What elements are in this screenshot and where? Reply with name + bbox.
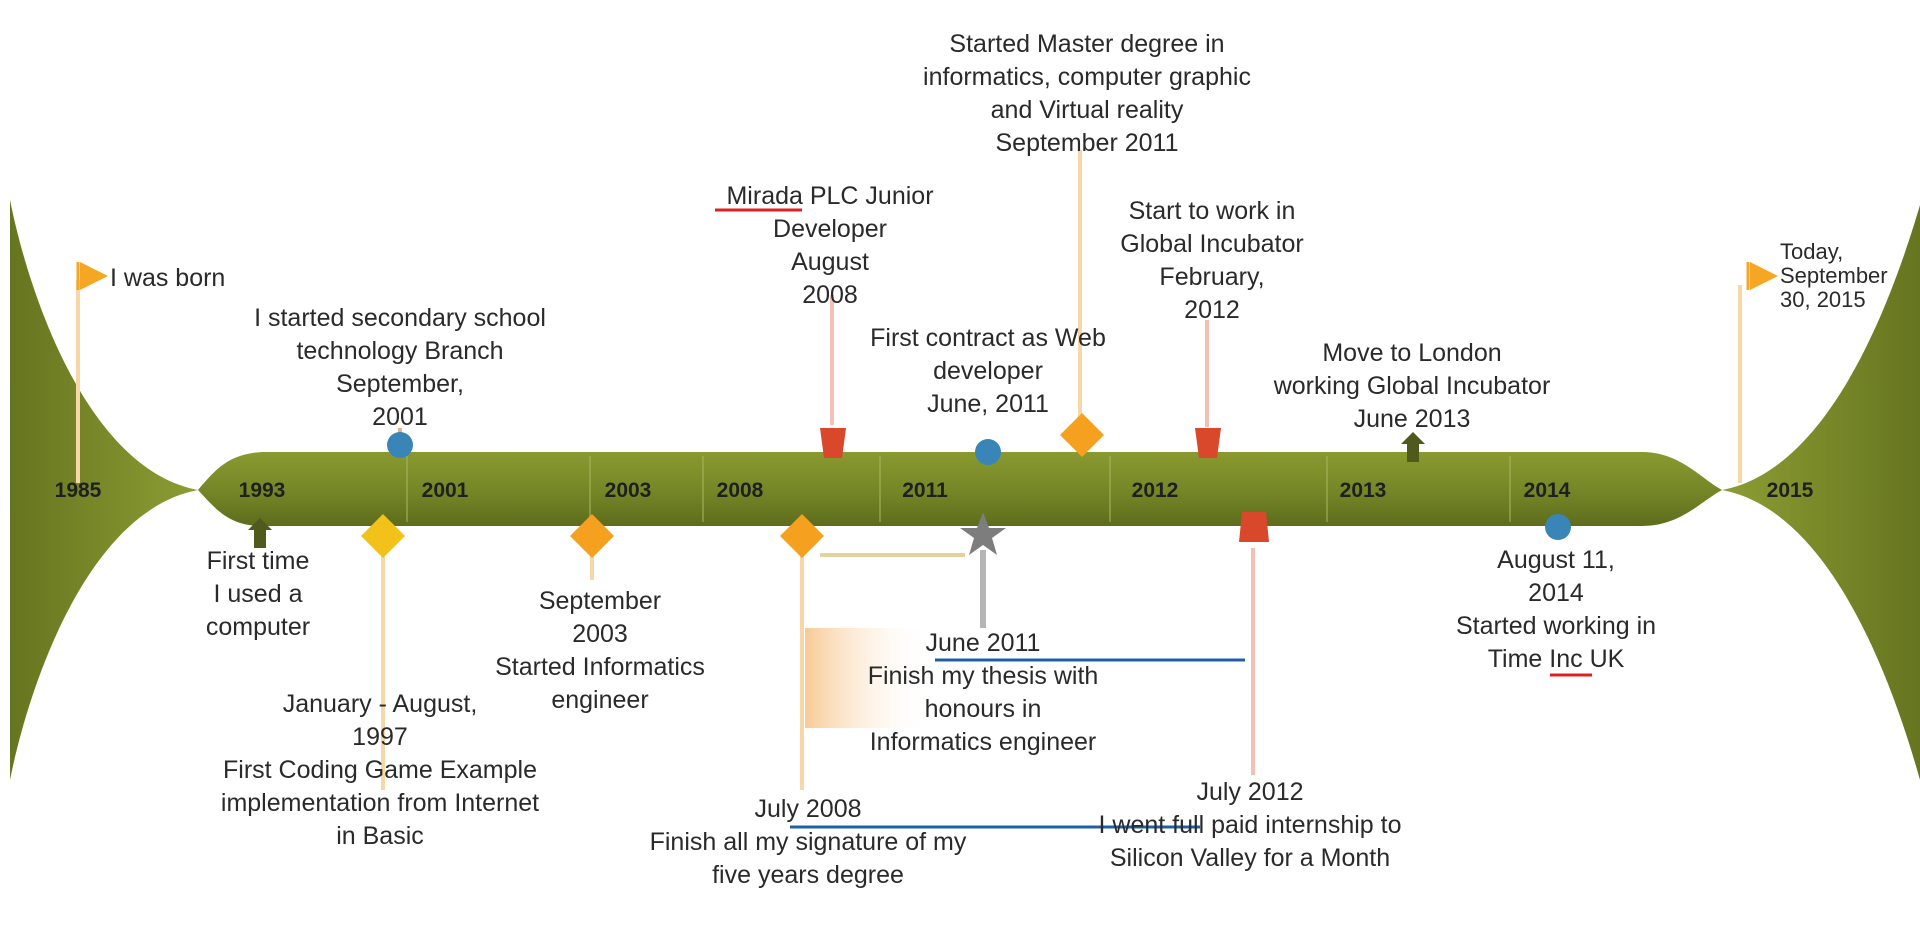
event-thesis-label: June 2011 Finish my thesis with honours … (867, 629, 1099, 756)
coding-game-diamond-icon (361, 514, 405, 558)
event-markers (76, 262, 1778, 558)
year-labels: 1985 1993 2001 2003 2008 2011 2012 2013 2014 2015 (55, 479, 1814, 502)
event-master-label: Started Master degree in informatics, co… (923, 30, 1251, 157)
today-flag-icon (1746, 262, 1778, 290)
underline-decorations (715, 208, 1592, 829)
ribbon-dividers (406, 456, 1511, 522)
event-secondary-label: I started secondary school technology Br… (254, 304, 546, 431)
london-arrow-icon (1401, 432, 1425, 462)
left-horn-shape (10, 200, 198, 780)
first-computer-arrow-icon (248, 518, 272, 548)
mirada-marker-icon (820, 428, 846, 458)
event-global-incubator-label: Start to work in Global Incubator Februa… (1120, 197, 1304, 324)
event-first-computer-label: First time I used a computer (205, 547, 311, 641)
highlight-fade-box (805, 628, 930, 728)
event-silicon-valley-label: July 2012 I went full paid internship to… (1098, 778, 1402, 872)
event-informatics-label: September 2003 Started Informatics engin… (495, 587, 705, 714)
event-mirada-label: Mirada PLC Junior Developer August 2008 (726, 182, 934, 309)
event-time-inc-label: August 11, 2014 Started working in Time … (1455, 546, 1657, 673)
informatics-diamond-icon (570, 514, 614, 558)
year-label-2012: 2012 (1132, 479, 1179, 502)
thesis-star-icon (960, 512, 1006, 555)
year-label-1993: 1993 (239, 479, 286, 502)
year-label-2013: 2013 (1340, 479, 1387, 502)
year-label-2001: 2001 (422, 479, 469, 502)
signatures-diamond-icon (780, 514, 824, 558)
right-horn-shape (1722, 205, 1920, 780)
born-flag-icon (76, 262, 108, 290)
year-label-2014: 2014 (1524, 479, 1571, 502)
event-coding-game-label: January - August, 1997 First Coding Game… (220, 690, 540, 850)
master-diamond-icon (1060, 413, 1104, 457)
event-today-label: Today, September 30, 2015 (1780, 239, 1888, 312)
secondary-circle-icon (387, 432, 413, 458)
year-label-2003: 2003 (605, 479, 652, 502)
year-label-2015: 2015 (1767, 479, 1814, 502)
event-signatures-label: July 2008 Finish all my signature of my … (649, 795, 967, 889)
event-born-label: I was born (110, 264, 226, 292)
silicon-valley-marker-icon (1239, 512, 1269, 542)
global-incubator-marker-icon (1195, 428, 1221, 458)
timeline-ribbon (198, 452, 1722, 526)
year-label-2008: 2008 (717, 479, 764, 502)
year-label-2011: 2011 (902, 479, 948, 502)
event-london-label: Move to London working Global Incubator … (1273, 339, 1551, 433)
year-label-1985: 1985 (55, 479, 102, 502)
web-dev-circle-icon (975, 439, 1001, 465)
time-inc-circle-icon (1545, 514, 1571, 540)
event-web-dev-label: First contract as Web developer June, 20… (870, 324, 1106, 418)
